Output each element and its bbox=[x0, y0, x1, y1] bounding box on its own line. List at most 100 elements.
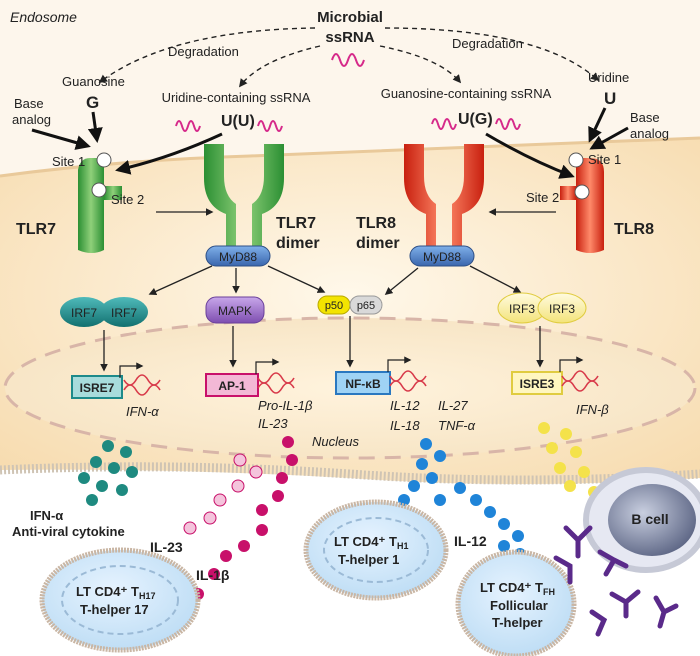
myd88-to-irf7-arrow bbox=[148, 265, 213, 295]
degradation-label-left: Degradation bbox=[168, 44, 239, 59]
ifnb-cytokine-dots bbox=[538, 422, 600, 498]
tlr7-label: TLR7 bbox=[16, 221, 56, 238]
myd88-right-label: MyD88 bbox=[423, 250, 461, 264]
tlr7-site2-label: Site 2 bbox=[111, 192, 144, 207]
irf7-a-label: IRF7 bbox=[71, 306, 97, 320]
irf3-b bbox=[537, 292, 587, 324]
uu-to-tlr7-arrow bbox=[115, 132, 223, 175]
base-analog-right-2: analog bbox=[630, 126, 669, 141]
il23-cytokine-label: IL-23 bbox=[150, 539, 183, 555]
endosome-label: Endosome bbox=[10, 9, 77, 25]
tlr7-site2 bbox=[91, 182, 107, 198]
guanosine-symbol: G bbox=[86, 93, 99, 112]
p65 bbox=[349, 295, 383, 315]
tlr7-site1 bbox=[96, 152, 112, 168]
mapk-label: MAPK bbox=[218, 304, 252, 318]
uridine-arrow bbox=[588, 107, 607, 143]
th1-line1: LT CD4⁺ TH1 bbox=[334, 534, 408, 551]
th17-cell bbox=[39, 547, 201, 653]
th17-line1: LT CD4⁺ TH17 bbox=[76, 584, 155, 601]
isre7-box bbox=[71, 375, 123, 399]
myd88-left bbox=[205, 245, 271, 267]
nfkb-label: NF-κB bbox=[345, 377, 381, 391]
p65-label: p65 bbox=[357, 300, 375, 312]
gene-il12: IL-12 bbox=[390, 398, 420, 413]
uridine-ssrna-symbol: U(U) bbox=[221, 113, 255, 130]
tlr7-dimer-label-2: dimer bbox=[276, 235, 320, 252]
transcription-start-arrows bbox=[119, 356, 584, 378]
tlr8-dimer-label-1: TLR8 bbox=[356, 215, 396, 232]
tlr7-monomer bbox=[78, 158, 122, 253]
ifna-cytokine-dots bbox=[78, 440, 138, 506]
nucleus-label: Nucleus bbox=[312, 434, 359, 449]
antiviral-label: Anti-viral cytokine bbox=[12, 524, 125, 539]
tlr7-dimer-label-1: TLR7 bbox=[276, 215, 316, 232]
isre3-box bbox=[511, 371, 563, 395]
b-cell bbox=[583, 467, 700, 573]
il12-cytokine-label: IL-12 bbox=[454, 533, 487, 549]
ap1-label: AP-1 bbox=[218, 379, 246, 393]
degradation-arrow-far-left bbox=[98, 27, 316, 84]
tfh-line3: T-helper bbox=[492, 615, 543, 630]
tlr8-dimer-label-2: dimer bbox=[356, 235, 400, 252]
myd88-to-irf3-arrow bbox=[469, 265, 522, 293]
gene-il27: IL-27 bbox=[438, 398, 468, 413]
microbial-label: Microbial bbox=[317, 9, 383, 26]
il12-cytokine-dots bbox=[398, 438, 526, 560]
tlr8-label: TLR8 bbox=[614, 221, 654, 238]
ssrna-wave-ug-left bbox=[431, 118, 457, 130]
ap1-box bbox=[205, 373, 259, 397]
p50-label: p50 bbox=[325, 300, 343, 312]
tlr8-monomer bbox=[560, 158, 604, 253]
ssrna-wave-uu-right bbox=[257, 120, 283, 132]
tlr8-site1-label: Site 1 bbox=[588, 152, 621, 167]
ssrna-wave-ug-right bbox=[495, 118, 521, 130]
base-analog-right-1: Base bbox=[630, 110, 660, 125]
tlr7-site1-label: Site 1 bbox=[52, 154, 85, 169]
tfh-cell bbox=[455, 549, 577, 656]
irf3-a-label: IRF3 bbox=[509, 302, 535, 316]
tlr8-dimer bbox=[404, 144, 484, 248]
guanosine-label: Guanosine bbox=[62, 74, 125, 89]
guanosine-ssrna-label: Guanosine-containing ssRNA bbox=[381, 86, 552, 101]
dna-helices bbox=[123, 370, 599, 396]
degradation-arrow-left bbox=[238, 45, 321, 88]
mapk bbox=[205, 296, 265, 324]
ifna-cytokine-label: IFN-α bbox=[30, 508, 63, 523]
ssrna-wave-uu-left bbox=[175, 120, 201, 132]
gene-ifnb: IFN-β bbox=[576, 402, 609, 417]
gene-il18: IL-18 bbox=[390, 418, 420, 433]
base-analog-left-1: Base bbox=[14, 96, 44, 111]
b-cell-label: B cell bbox=[631, 511, 668, 527]
tfh-line2: Follicular bbox=[490, 598, 548, 613]
isre3-label: ISRE3 bbox=[520, 377, 555, 391]
endosome-region bbox=[0, 0, 700, 176]
gene-tnfa: TNF-α bbox=[438, 418, 476, 433]
myd88-left-to-nfkb-arrow bbox=[267, 265, 326, 293]
gene-ifna: IFN-α bbox=[126, 404, 159, 419]
tlr8-site2-label: Site 2 bbox=[526, 190, 559, 205]
myd88-right bbox=[409, 245, 475, 267]
uridine-ssrna-label: Uridine-containing ssRNA bbox=[162, 90, 311, 105]
th1-line2: T-helper 1 bbox=[338, 552, 399, 567]
th1-cell bbox=[303, 499, 449, 601]
myd88-right-to-nfkb-arrow bbox=[384, 267, 419, 295]
ssrna-wave-top bbox=[331, 53, 365, 67]
irf3-b-label: IRF3 bbox=[549, 302, 575, 316]
tlr7-dimer bbox=[204, 144, 284, 248]
uridine-label: Uridine bbox=[588, 70, 629, 85]
tlr8-site1 bbox=[568, 152, 584, 168]
isre7-label: ISRE7 bbox=[80, 381, 115, 395]
degradation-arrow-right bbox=[379, 45, 462, 84]
tlr8-site2 bbox=[574, 184, 590, 200]
degradation-label-right: Degradation bbox=[452, 36, 523, 51]
irf7-b bbox=[100, 297, 148, 327]
irf7-b-label: IRF7 bbox=[111, 306, 137, 320]
myd88-left-label: MyD88 bbox=[219, 250, 257, 264]
tfh-line1: LT CD4⁺ TFH bbox=[480, 580, 555, 597]
guanosine-ssrna-symbol: U(G) bbox=[458, 111, 493, 128]
base-analog-left-2: analog bbox=[12, 112, 51, 127]
uridine-symbol: U bbox=[604, 89, 616, 108]
